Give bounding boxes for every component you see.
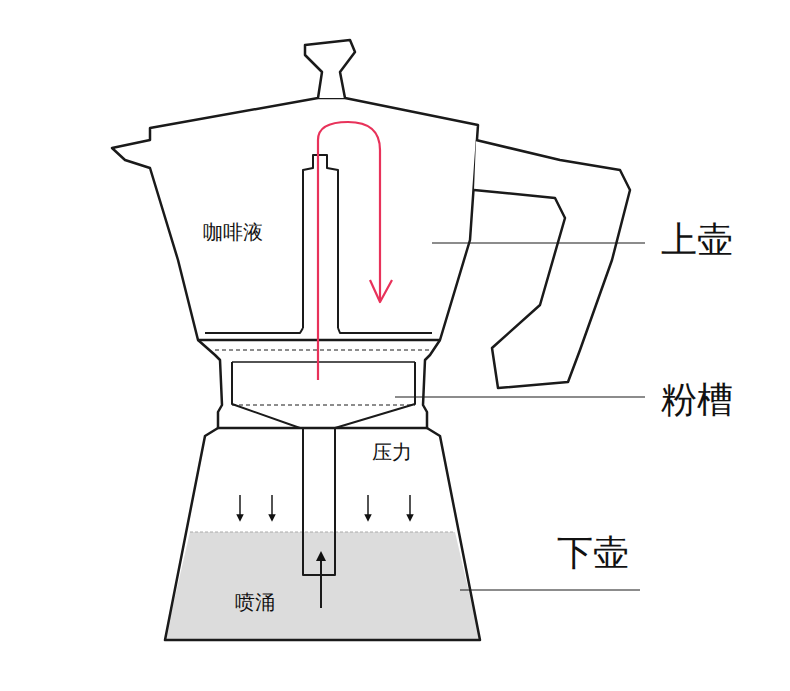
pressure-arrows [240, 495, 410, 518]
part-label: 下壶 [557, 533, 629, 573]
center-tube [303, 155, 338, 328]
pressure-label: 压力 [372, 441, 412, 463]
water [165, 532, 480, 640]
coffee-liquid-label: 咖啡液 [203, 221, 263, 243]
filter-funnel [232, 362, 415, 575]
lid-knob [305, 40, 355, 98]
upper-pot [112, 98, 478, 340]
lower-pot [165, 428, 480, 640]
jet-arrow [320, 556, 322, 608]
part-label: 上壶 [661, 220, 733, 260]
jet-label: 喷涌 [235, 591, 275, 613]
handle [474, 140, 630, 388]
coffee-flow [318, 122, 380, 380]
part-label: 粉槽 [661, 380, 733, 420]
